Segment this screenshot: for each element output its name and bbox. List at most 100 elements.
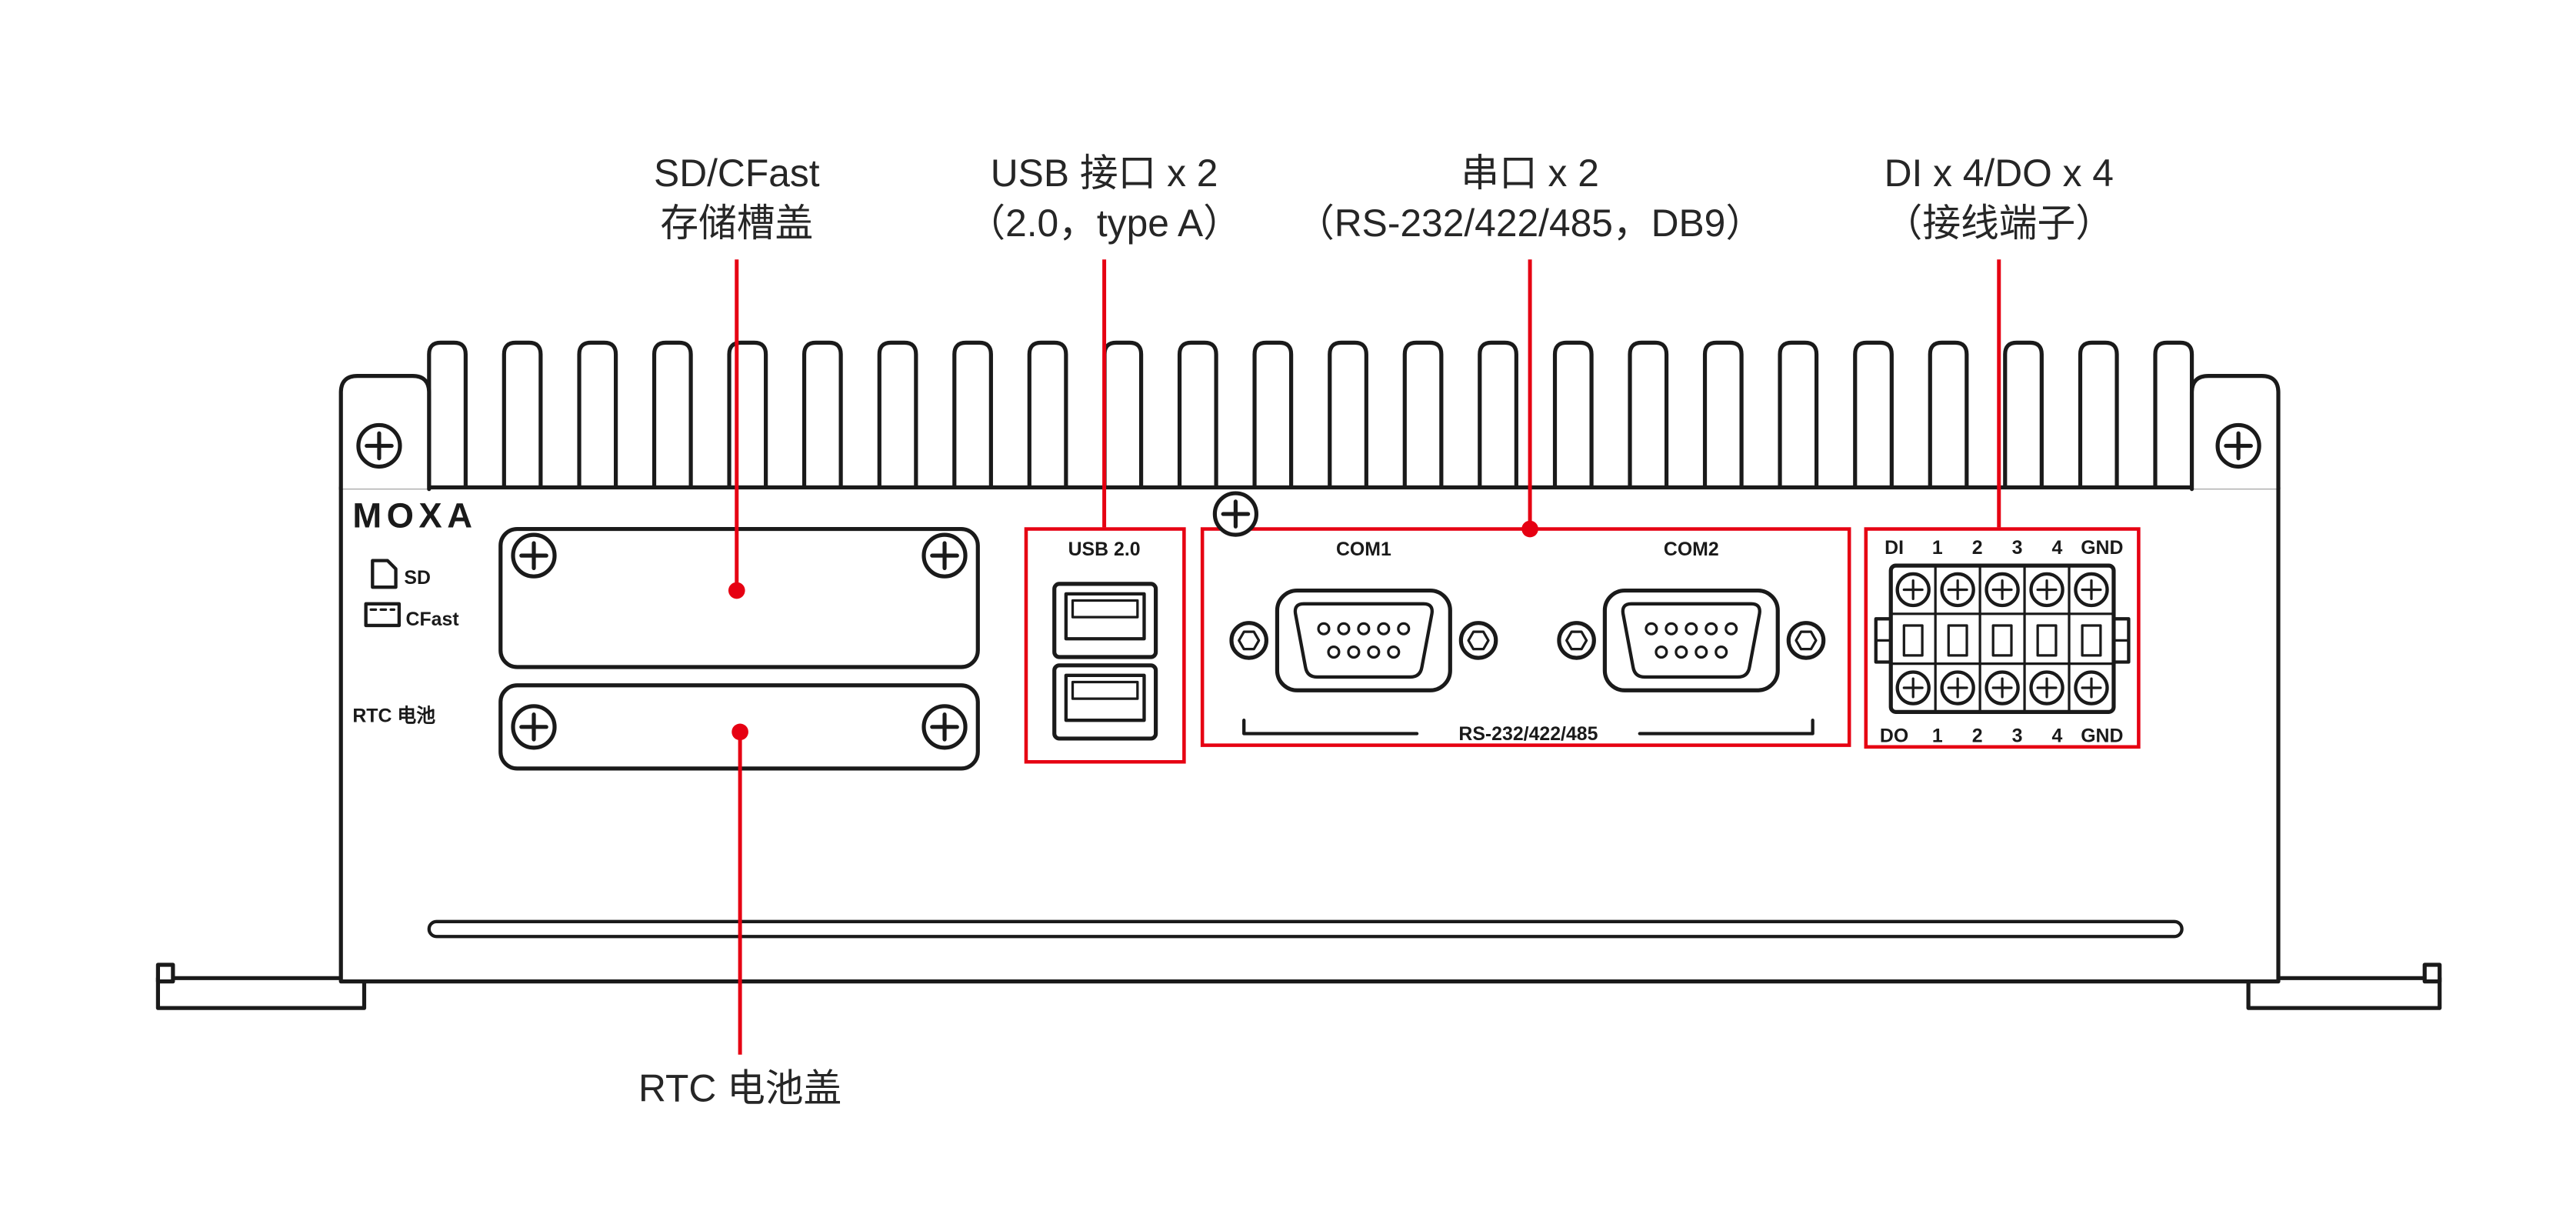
heatsink-fin <box>1478 340 1518 492</box>
com2-label: COM2 <box>1664 539 1719 560</box>
bottom-recess <box>427 919 2184 939</box>
usb-port-opening <box>1064 673 1146 722</box>
callout-rtc: RTC 电池盖 <box>638 723 841 1109</box>
heatsink-fin <box>651 340 693 492</box>
usb-port-opening <box>1064 592 1146 641</box>
usb-section: USB 2.0 <box>1024 527 1186 764</box>
corner-screw-left <box>358 425 400 466</box>
terminal-number: 4 <box>2052 537 2063 559</box>
heatsink-fin <box>1552 340 1594 492</box>
usb-port-tongue <box>1071 680 1139 700</box>
terminal-number: 1 <box>1932 537 1943 559</box>
callout-sd-cfast-line1: SD/CFast <box>654 152 820 195</box>
gnd-label: GND <box>2081 537 2123 559</box>
foot-plate-left <box>155 976 367 1010</box>
callout-sd-cfast-dot <box>728 582 745 599</box>
heatsink-fin <box>1177 340 1218 492</box>
callout-sd-cfast-line2: 存储槽盖 <box>660 202 813 245</box>
usb-port-2 <box>1052 663 1158 741</box>
cover-screw <box>924 706 965 748</box>
com1-label: COM1 <box>1336 539 1391 560</box>
brand-logo: MOXA <box>352 495 477 535</box>
heatsink-fin <box>1102 340 1144 492</box>
terminal-number: 4 <box>2052 725 2063 746</box>
corner-screw-right <box>2218 425 2259 466</box>
terminal-number: 3 <box>2012 537 2023 559</box>
terminal-block <box>1874 563 2131 714</box>
heatsink-fin <box>1778 340 1819 492</box>
heatsink-fin <box>1702 340 1744 492</box>
cfast-label: CFast <box>406 609 459 630</box>
sd-label: SD <box>404 567 431 589</box>
heatsink-fin <box>2078 340 2119 492</box>
callout-dio: DI x 4/DO x 4 （接线端子） <box>1885 152 2114 528</box>
foot-plate-right <box>2246 976 2442 1010</box>
heatsink-fin <box>2003 340 2044 492</box>
terminal-wire-slot <box>1902 624 1924 657</box>
heatsink-fin <box>1027 340 1068 492</box>
usb-port-1 <box>1052 582 1158 659</box>
heatsink-fins <box>427 340 2194 492</box>
serial-bracket-right <box>1638 719 1815 736</box>
heatsink-fin <box>801 340 843 492</box>
callout-serial-line2: （RS-232/422/485，DB9） <box>1296 202 1764 245</box>
sd-card-icon <box>371 559 398 589</box>
heatsink-fin <box>1628 340 1669 492</box>
callout-serial-dot <box>1521 520 1538 538</box>
terminal-number: 1 <box>1932 725 1943 746</box>
di-label-row: DI 1 2 3 4 GND <box>1885 537 2123 559</box>
usb-highlight-box <box>1024 527 1186 764</box>
callout-usb: USB 接口 x 2 （2.0，type A） <box>967 152 1241 528</box>
heatsink-fin <box>1328 340 1368 492</box>
cover-screw <box>513 535 555 576</box>
foot-lip-left <box>155 962 175 984</box>
rtc-battery-label: RTC 电池 <box>352 705 435 726</box>
terminal-wire-slot <box>2036 624 2058 657</box>
terminal-number: 3 <box>2012 725 2023 746</box>
callout-sd-cfast: SD/CFast 存储槽盖 <box>654 152 820 599</box>
terminal-wire-slot <box>1947 624 1968 657</box>
heatsink-fin <box>1252 340 1294 492</box>
panel-screw <box>1215 493 1256 535</box>
cover-screw <box>924 535 965 576</box>
heatsink-fin <box>577 340 618 492</box>
cfast-card-icon <box>364 602 402 628</box>
di-label: DI <box>1885 537 1904 559</box>
foot-lip-right <box>2422 962 2442 984</box>
callout-dio-line2: （接线端子） <box>1885 202 2114 245</box>
heatsink-fin <box>427 340 468 492</box>
usb-port-tongue <box>1071 599 1139 619</box>
usb-port-label: USB 2.0 <box>1068 539 1141 560</box>
terminal-number: 2 <box>1972 725 1983 746</box>
callout-usb-line2: （2.0，type A） <box>967 202 1241 245</box>
do-label: DO <box>1880 725 1908 746</box>
serial-standard-label: RS-232/422/485 <box>1458 723 1598 745</box>
mounting-foot-right <box>2246 962 2442 1010</box>
serial-bracket-left <box>1242 719 1419 736</box>
heatsink-fin <box>877 340 918 492</box>
dio-section: DI 1 2 3 4 GND <box>1864 527 2141 749</box>
gnd-label: GND <box>2081 725 2123 746</box>
heatsink-fin <box>2153 340 2194 492</box>
callout-serial: 串口 x 2 （RS-232/422/485，DB9） <box>1296 152 1764 538</box>
cfast-card-body <box>364 602 402 628</box>
heatsink-fin <box>502 340 543 492</box>
terminal-number: 2 <box>1972 537 1983 559</box>
panel-markings: MOXA SD CFast RTC 电池 <box>352 495 477 726</box>
terminal-wire-slot <box>1991 624 2013 657</box>
heatsink-fin <box>1928 340 1969 492</box>
heatsink-fin <box>1853 340 1894 492</box>
heatsink-fin <box>952 340 993 492</box>
heatsink-fin <box>727 340 768 492</box>
mounting-foot-left <box>155 962 367 1010</box>
cover-screw <box>513 706 555 748</box>
callout-rtc-label: RTC 电池盖 <box>638 1066 841 1109</box>
callouts: SD/CFast 存储槽盖 USB 接口 x 2 （2.0，type A） 串口… <box>638 152 2114 1109</box>
do-label-row: DO 1 2 3 4 GND <box>1880 725 2124 746</box>
terminal-wire-slot <box>2081 624 2102 657</box>
dio-highlight-box <box>1864 527 2141 749</box>
heatsink-fin <box>1402 340 1444 492</box>
callout-dio-line1: DI x 4/DO x 4 <box>1885 152 2114 195</box>
